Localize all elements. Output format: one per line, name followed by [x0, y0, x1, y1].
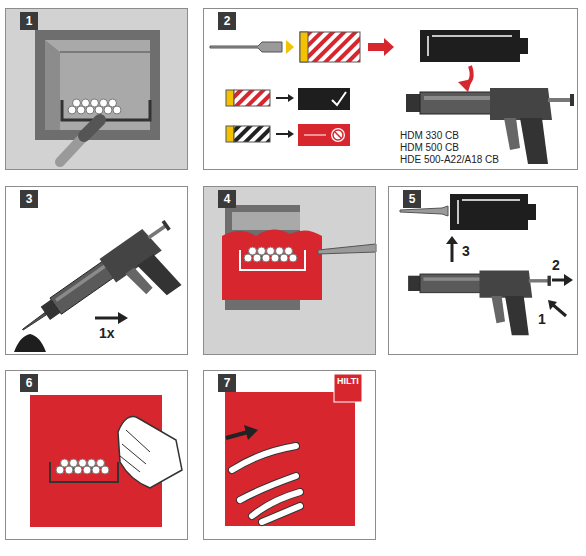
- model-name: HDM 330 CB: [400, 130, 459, 141]
- callout-number: 3: [462, 244, 470, 259]
- panel-5-art: [548, 300, 557, 310]
- step-panel: 4: [203, 186, 376, 355]
- panel-6-art: [118, 417, 182, 488]
- panel-4-art: [244, 247, 297, 262]
- panel-5-art: [408, 271, 551, 336]
- panel-2-art: [210, 42, 282, 52]
- panel-6-art: [30, 395, 182, 527]
- step-number: 3: [20, 190, 38, 208]
- panel-2-art: [288, 94, 294, 102]
- panel-2-art: [331, 128, 345, 142]
- panel-2-art: [286, 40, 294, 54]
- panel-7-art: [226, 432, 248, 438]
- panel-1-art: [45, 40, 60, 130]
- panel-2-art: [332, 92, 346, 105]
- callout-number: 1: [538, 312, 546, 327]
- step-number: 7: [218, 374, 236, 392]
- panel-5-art: [552, 304, 566, 316]
- panel-3-art: [95, 317, 120, 320]
- panel-7-art: [262, 506, 300, 522]
- panel-2-art: [226, 90, 234, 106]
- panel-2-art: [333, 130, 343, 140]
- panel-6-art: [50, 462, 118, 482]
- step-panel: 7: [203, 370, 376, 540]
- panel-2-art: [298, 88, 350, 110]
- panel-5-art: [446, 236, 458, 244]
- count-label: 1x: [99, 326, 115, 341]
- panel-1-art: [60, 51, 150, 53]
- model-name: HDM 500 CB: [400, 142, 459, 153]
- panel-5-art: [450, 194, 528, 230]
- panel-5-art: [400, 194, 573, 335]
- panel-1-art: [35, 30, 160, 140]
- callout-number: 2: [552, 258, 560, 273]
- panel-5-art: [564, 274, 573, 286]
- panel-4-art: [222, 229, 322, 300]
- panel-2-art: [520, 38, 528, 54]
- panel-2-art: [428, 36, 512, 56]
- panel-1-art: [5, 8, 188, 170]
- panel-2-art: [300, 32, 360, 62]
- panel-2-art: [298, 124, 350, 146]
- panel-2-art: [276, 133, 290, 135]
- panel-2-art: [226, 126, 234, 142]
- model-name: HDE 500-A22/A18 CB: [400, 154, 499, 165]
- panel-2-art: [335, 132, 341, 138]
- panel-7-art: [334, 374, 362, 402]
- panel-5-art: [408, 271, 551, 336]
- brand-logo: HILTI: [337, 377, 359, 387]
- panel-4-art: [232, 212, 300, 230]
- panel-1-art: [5, 8, 188, 170]
- panel-1-art: [68, 99, 121, 114]
- step-panel: 3: [5, 186, 188, 355]
- panel-4-art: [318, 244, 376, 254]
- step-number: 2: [218, 12, 236, 30]
- panel-3-art: [15, 216, 201, 375]
- panel-6-art: [120, 430, 150, 472]
- panel-5-art: [528, 204, 536, 220]
- panel-7-art: [232, 446, 296, 470]
- step-panel: 5: [388, 186, 578, 355]
- step-number: 4: [218, 190, 236, 208]
- panel-2-art: [368, 38, 394, 56]
- panel-4-art: [203, 186, 376, 355]
- panel-2-art: [234, 126, 270, 142]
- panel-7-art: [232, 446, 296, 470]
- panel-2-art: [458, 79, 472, 92]
- panel-3-art: [14, 334, 46, 352]
- panel-2-art: [210, 30, 574, 164]
- panel-7-art: [225, 374, 362, 526]
- step-panel: 1: [5, 8, 188, 170]
- panel-2-art: [234, 90, 270, 106]
- panel-7-art: [262, 506, 300, 522]
- panel-4-art: [240, 250, 305, 270]
- panel-2-art: [304, 135, 326, 136]
- step-panel: 6: [5, 370, 188, 540]
- panel-6-art: [56, 459, 109, 474]
- panel-1-art: [62, 100, 150, 120]
- panel-3-art: [14, 216, 201, 375]
- step-panel: 2: [203, 8, 578, 170]
- panel-2-art: [288, 130, 294, 138]
- panel-3-art: [38, 216, 201, 359]
- panel-7-art: [225, 392, 355, 526]
- panel-7-art: [244, 425, 258, 440]
- panel-2-art: [420, 30, 520, 62]
- panel-1-art: [84, 120, 100, 136]
- panel-4-art: [203, 186, 376, 355]
- panel-5-art: [451, 242, 454, 262]
- panel-5-art: [458, 200, 520, 224]
- panel-3-art: [22, 313, 46, 331]
- step-number: 5: [403, 190, 421, 208]
- panel-3-art: [118, 312, 128, 324]
- step-number: 1: [20, 12, 38, 30]
- panel-2-art: [276, 97, 290, 99]
- panel-2-art: [300, 32, 308, 62]
- panel-6-art: [30, 395, 162, 527]
- step-number: 6: [20, 374, 38, 392]
- panel-5-art: [552, 279, 566, 282]
